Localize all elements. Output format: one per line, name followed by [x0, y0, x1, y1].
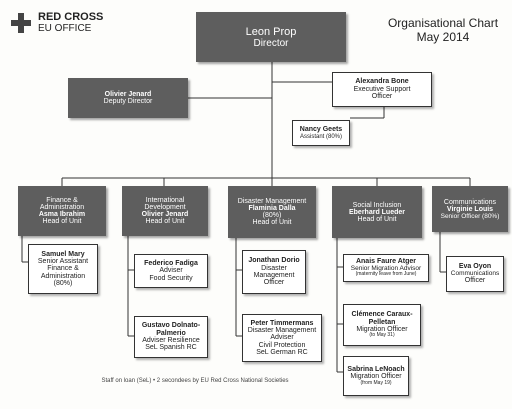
unit-comms-role: Senior Officer (80%) [440, 212, 500, 220]
staff-clemence-box: Clémence Caraux- Pelletan Migration Offi… [343, 304, 421, 346]
unit-comms-box: Communications Virginie Louis Senior Off… [432, 186, 508, 232]
staff-jonathan-l1: Disaster [261, 264, 287, 272]
unit-disaster-head: Flaminia Dalla [248, 205, 296, 212]
director-role: Director [253, 37, 289, 49]
staff-peter-l1: Disaster Management [247, 326, 317, 334]
staff-gustavo-box: Gustavo Dolnato- Palmerio Adviser Resili… [134, 316, 208, 358]
staff-samuel-l1: Senior Assistant [37, 257, 89, 265]
staff-federico-l2: Food Security [149, 274, 193, 282]
assistant-role: Assistant (80%) [299, 133, 342, 140]
unit-comms-head: Virginie Louis [446, 205, 494, 213]
staff-peter-name: Peter Timmermans [250, 319, 314, 327]
chart-title: Organisational Chart May 2014 [382, 16, 504, 44]
staff-federico-name: Federico Fadiga [144, 259, 198, 267]
unit-intl-line2: Development [144, 204, 186, 211]
unit-comms-line1: Communications [443, 198, 497, 206]
staff-sabrina-l2: (from May 19) [360, 379, 392, 386]
deputy-director-box: Olivier Jenard Deputy Director [68, 78, 188, 118]
exec-support-role1: Executive Support [353, 85, 411, 93]
unit-disaster-role: Head of Unit [252, 219, 292, 226]
staff-anais-name: Anais Faure Atger [355, 258, 417, 266]
staff-eva-name: Eva Oyon [458, 263, 492, 271]
logo-text-line2: EU OFFICE [38, 23, 92, 34]
director-box: Leon Prop Director [196, 12, 346, 62]
unit-finance-role: Head of Unit [42, 218, 82, 225]
unit-intl-line1: International [145, 197, 185, 204]
staff-peter-l4: SeL German RC [256, 349, 308, 357]
staff-clemence-l2: (to May 31) [369, 332, 395, 339]
staff-gustavo-l2: SeL Spanish RC [145, 344, 197, 352]
unit-disaster-line1: Disaster Management [237, 198, 307, 205]
staff-jonathan-l3: Officer [263, 279, 285, 287]
footnote: Staff on loan (SeL) • 2 secondees by EU … [101, 378, 289, 384]
staff-clemence-name2: Pelletan [368, 318, 396, 326]
unit-intl-dev-box: International Development Olivier Jenard… [122, 186, 208, 236]
staff-eva-l1: Communications [450, 269, 500, 277]
staff-anais-l1: Senior Migration Advisor [350, 264, 422, 272]
staff-sabrina-l1: Migration Officer [350, 373, 402, 381]
logo-text-line1: RED CROSS [38, 11, 104, 23]
staff-eva-box: Eva Oyon Communications Officer [446, 256, 504, 292]
unit-social-line1: Social Inclusion [352, 201, 402, 209]
staff-gustavo-name2: Palmerio [156, 329, 186, 337]
red-cross-logo-icon [11, 13, 31, 33]
staff-clemence-name: Clémence Caraux- [351, 311, 413, 319]
staff-anais-box: Anais Faure Atger Senior Migration Advis… [343, 254, 429, 282]
staff-anais-l2: (maternity leave from June) [355, 271, 417, 278]
staff-samuel-l3: Administration [40, 272, 86, 280]
unit-finance-box: Finance & Administration Asma Ibrahim He… [18, 186, 106, 236]
chart-title-line1: Organisational Chart [387, 16, 499, 30]
staff-sabrina-box: Sabrina LeNoach Migration Officer (from … [343, 356, 409, 396]
staff-samuel-box: Samuel Mary Senior Assistant Finance & A… [28, 244, 98, 294]
unit-intl-head: Olivier Jenard [141, 211, 189, 218]
unit-finance-line2: Administration [39, 204, 85, 211]
exec-support-role2: Officer [371, 93, 393, 101]
staff-gustavo-name: Gustavo Dolnato- [141, 322, 201, 330]
staff-eva-l2: Officer [464, 277, 486, 285]
staff-samuel-l4: (80%) [53, 280, 73, 288]
director-name: Leon Prop [245, 25, 297, 38]
unit-social-head: Eberhard Lueder [348, 208, 405, 216]
staff-gustavo-l1: Adviser Resilience [142, 337, 200, 344]
staff-clemence-l1: Migration Officer [356, 326, 408, 334]
unit-disaster-box: Disaster Management Flaminia Dalla (80%)… [228, 186, 316, 238]
staff-peter-box: Peter Timmermans Disaster Management Adv… [242, 314, 322, 362]
unit-finance-line1: Finance & [46, 197, 78, 204]
assistant-name: Nancy Geets [299, 126, 343, 134]
staff-jonathan-name: Jonathan Dorio [248, 257, 300, 265]
staff-jonathan-box: Jonathan Dorio Disaster Management Offic… [242, 250, 306, 294]
unit-social-box: Social Inclusion Eberhard Lueder Head of… [332, 186, 422, 238]
unit-finance-head: Asma Ibrahim [38, 211, 86, 218]
chart-title-line2: May 2014 [416, 30, 470, 44]
staff-samuel-l2: Finance & [47, 265, 79, 273]
staff-peter-l3: Civil Protection [258, 341, 306, 349]
exec-support-box: Alexandra Bone Executive Support Officer [332, 72, 432, 107]
deputy-name: Olivier Jenard [104, 91, 152, 98]
staff-samuel-name: Samuel Mary [41, 250, 85, 258]
unit-disaster-pct: (80%) [262, 212, 282, 219]
unit-intl-role: Head of Unit [145, 218, 185, 225]
assistant-box: Nancy Geets Assistant (80%) [292, 120, 350, 146]
unit-social-role: Head of Unit [357, 215, 397, 223]
staff-sabrina-name: Sabrina LeNoach [347, 366, 405, 374]
exec-support-name: Alexandra Bone [355, 78, 409, 86]
staff-peter-l2: Adviser [270, 334, 294, 342]
staff-federico-l1: Adviser [159, 267, 183, 275]
staff-jonathan-l2: Management [253, 272, 295, 279]
staff-federico-box: Federico Fadiga Adviser Food Security [134, 254, 208, 288]
deputy-role: Deputy Director [103, 98, 153, 105]
